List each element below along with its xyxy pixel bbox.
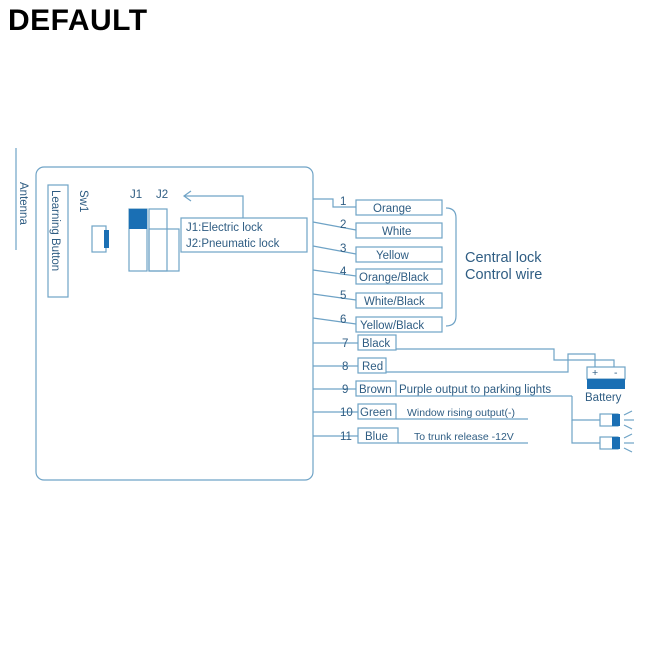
battery: + - Battery	[585, 366, 626, 404]
wire-row-1: 1 Orange	[313, 196, 443, 216]
wire-color-label: Yellow/Black	[360, 320, 424, 332]
wire-row-10: 10 Green Window rising output(-)	[313, 403, 528, 420]
central-lock-subtitle: Control wire	[465, 267, 542, 283]
wire-color-label: White/Black	[364, 296, 425, 308]
jumper-desc-2: J2:Pneumatic lock	[186, 238, 280, 250]
wire-color-label: Red	[362, 361, 383, 373]
bulb-icon	[599, 410, 634, 430]
parking-light-wire-2	[571, 420, 600, 444]
wire-row-7: 7 Black	[313, 334, 615, 368]
wire-row-8: 8 Red	[313, 353, 596, 374]
wire-number: 3	[340, 243, 346, 255]
wire-row-11: 11 Blue To trunk release -12V	[313, 427, 528, 444]
j2-label: J2	[156, 189, 168, 201]
wire-row-2: 2 White	[312, 219, 443, 239]
wire-row-4: 4 Orange/Black	[312, 266, 443, 285]
jumper-desc-box	[180, 217, 308, 253]
jumper-pointer-arrow	[182, 190, 192, 202]
central-lock-title: Central lock	[465, 250, 542, 266]
wire-number: 9	[342, 384, 348, 396]
control-unit-box	[35, 166, 314, 481]
central-lock-bracket	[445, 207, 457, 327]
wire-color-label: White	[382, 226, 411, 238]
wire-number: 8	[342, 361, 348, 373]
wire-number: 10	[340, 407, 353, 419]
wire-row-5: 5 White/Black	[312, 290, 443, 309]
learning-button-frame	[47, 184, 69, 298]
antenna-label: Antenna	[17, 182, 29, 225]
sw1-actuator	[104, 230, 109, 248]
wire-color-label: Yellow	[376, 250, 410, 262]
jumper-pointer-line	[185, 195, 244, 218]
bulb-icon	[599, 433, 634, 453]
wire-note: Window rising output(-)	[407, 407, 515, 419]
wire-note: To trunk release -12V	[414, 431, 514, 443]
wire-number: 2	[340, 219, 346, 231]
header-title: DEFAULT	[8, 4, 148, 37]
wire-row-3: 3 Yellow	[312, 243, 443, 263]
battery-minus-label: -	[614, 367, 618, 379]
wire-number: 6	[340, 314, 346, 326]
wire-color-label: Orange	[373, 203, 411, 215]
j1-jumper-cap	[129, 209, 147, 229]
learning-button-label: Learning Button	[49, 190, 61, 271]
wire-color-label: Green	[360, 407, 392, 419]
wire-number: 1	[340, 196, 346, 208]
wire-color-label: Black	[362, 338, 390, 350]
battery-label: Battery	[585, 392, 622, 404]
wire-number: 5	[340, 290, 346, 302]
wire-number: 7	[342, 338, 348, 350]
battery-plus-label: +	[592, 367, 598, 379]
wire-color-label: Blue	[365, 431, 388, 443]
wire-row-9: 9 Brown Purple output to parking lights	[313, 380, 572, 397]
sw1-switch	[91, 225, 107, 253]
wire-color-label: Brown	[359, 384, 392, 396]
jumper-desc-1: J1:Electric lock	[186, 222, 263, 234]
wire-color-label: Orange/Black	[359, 272, 429, 284]
wire-number: 11	[340, 431, 352, 443]
sw1-label: Sw1	[77, 190, 89, 212]
j2-jumper-body	[148, 228, 180, 272]
wire-row-6: 6 Yellow/Black	[312, 314, 443, 333]
j1-label: J1	[130, 189, 142, 201]
wire-number: 4	[340, 266, 347, 278]
wire-note: Purple output to parking lights	[399, 384, 551, 396]
battery-body-icon	[587, 379, 625, 389]
j2-jumper	[148, 208, 168, 272]
